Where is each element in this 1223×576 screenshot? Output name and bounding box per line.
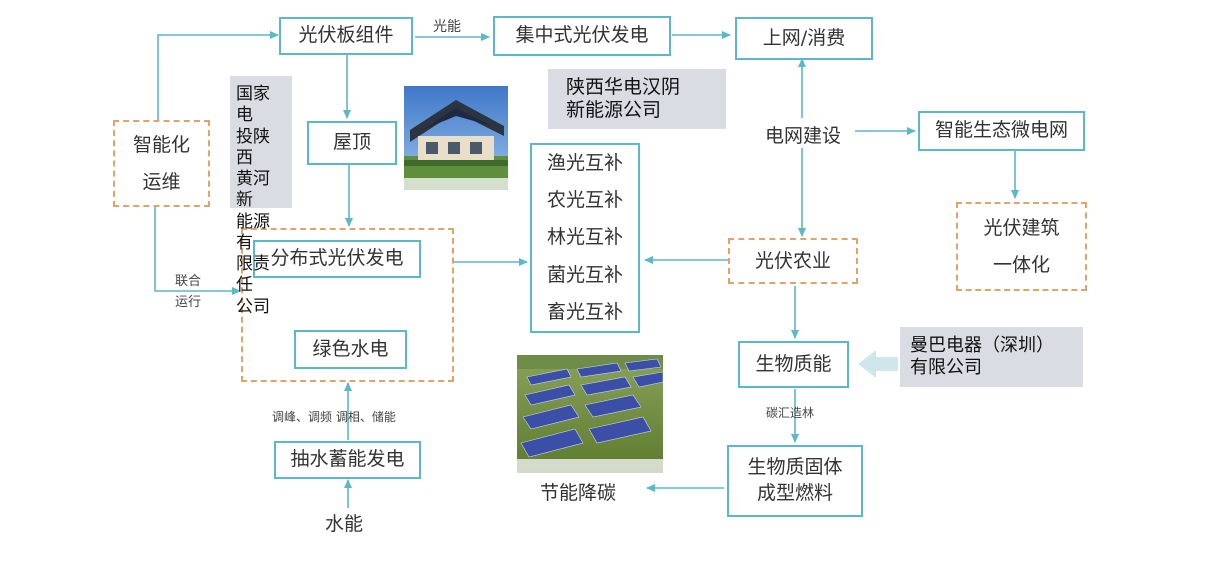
company-huadian-line1: 陕西华电汉阴 [566,76,681,99]
complementary-item-farm: 农光互补 [546,189,623,212]
edge-label-joint-operation: 联合 运行 [175,272,201,314]
green-hydro-box: 绿色水电 [294,330,407,369]
pv-agriculture-label: 光伏农业 [754,249,831,272]
smart-microgrid-box: 智能生态微电网 [918,111,1085,151]
company-spic-shaanxi: 国家电 投陕西 黄河新 能源有 限责任 公司 [230,76,292,317]
company-manba-line2: 有限公司 [910,357,982,378]
smart-om-line2: 运维 [142,170,181,193]
pv-building-line2: 一体化 [992,253,1050,276]
company-spic-line1: 国家电 [236,84,270,126]
complementary-item-forest: 林光互补 [546,226,623,249]
company-spic-line3: 黄河新 [236,169,270,211]
edge-label-carbon-sink: 碳汇造林 [766,406,815,420]
pv-agriculture-box: 光伏农业 [728,238,858,284]
pv-modules-box: 光伏板组件 [279,17,413,55]
complementary-item-fungus: 菌光互补 [546,263,623,286]
green-hydro-label: 绿色水电 [312,337,389,360]
company-huadian-hanyin: 陕西华电汉阴 新能源公司 [548,69,726,129]
smart-om-line1: 智能化 [132,134,190,157]
pv-building-line1: 光伏建筑 [983,217,1060,240]
edge-label-joint-line1: 联合 [175,274,202,289]
complementary-item-livestock: 畜光互补 [546,300,623,323]
rooftop-box: 屋顶 [307,121,397,165]
grid-consume-box: 上网/消费 [735,17,873,60]
grid-construction-label: 电网建设 [763,121,844,148]
biomass-label: 生物质能 [755,352,832,375]
pv-modules-label: 光伏板组件 [298,24,394,47]
biomass-fuel-line2: 成型燃料 [756,482,833,504]
distributed-pv-box: 分布式光伏发电 [253,240,421,278]
arrow-om-to-modules [157,31,279,122]
water-energy-label: 水能 [325,513,364,535]
pv-building-box: 光伏建筑 一体化 [956,202,1087,291]
central-pv-box: 集中式光伏发电 [493,16,671,56]
grid-consume-label: 上网/消费 [762,26,846,49]
edge-label-joint-line2: 运行 [175,294,202,310]
company-spic-line6: 公司 [236,296,270,317]
biomass-box: 生物质能 [738,341,849,388]
complementary-item-fishery: 渔光互补 [546,152,623,175]
pumped-storage-label: 抽水蓄能发电 [290,448,405,471]
edge-label-regulation: 调峰、调频 调相、储能 [272,410,396,424]
company-manba-line1: 曼巴电器（深圳） [910,335,1054,357]
complementary-box: 渔光互补 农光互补 林光互补 菌光互补 畜光互补 [530,143,640,333]
arrow-om-to-distributed [154,207,241,295]
biomass-fuel-box: 生物质固体 成型燃料 [727,445,863,517]
smart-om-box: 智能化 运维 [113,120,210,207]
energy-saving-label: 节能降碳 [540,482,617,504]
pumped-storage-box: 抽水蓄能发电 [274,441,421,479]
solar-farm-photo [517,355,663,473]
central-pv-label: 集中式光伏发电 [515,24,649,47]
arrow-company-to-biomass [858,350,898,378]
company-spic-line4: 能源有 [236,211,270,253]
rooftop-label: 屋顶 [332,131,371,154]
company-spic-line2: 投陕西 [236,126,270,168]
distributed-pv-label: 分布式光伏发电 [270,247,404,270]
edge-label-solar-energy: 光能 [433,19,461,35]
company-huadian-line2: 新能源公司 [566,99,662,121]
company-spic-line5: 限责任 [236,254,270,296]
smart-microgrid-label: 智能生态微电网 [934,119,1068,142]
house-photo [404,86,508,190]
biomass-fuel-line1: 生物质固体 [747,456,843,479]
company-manba: 曼巴电器（深圳） 有限公司 [900,327,1083,387]
